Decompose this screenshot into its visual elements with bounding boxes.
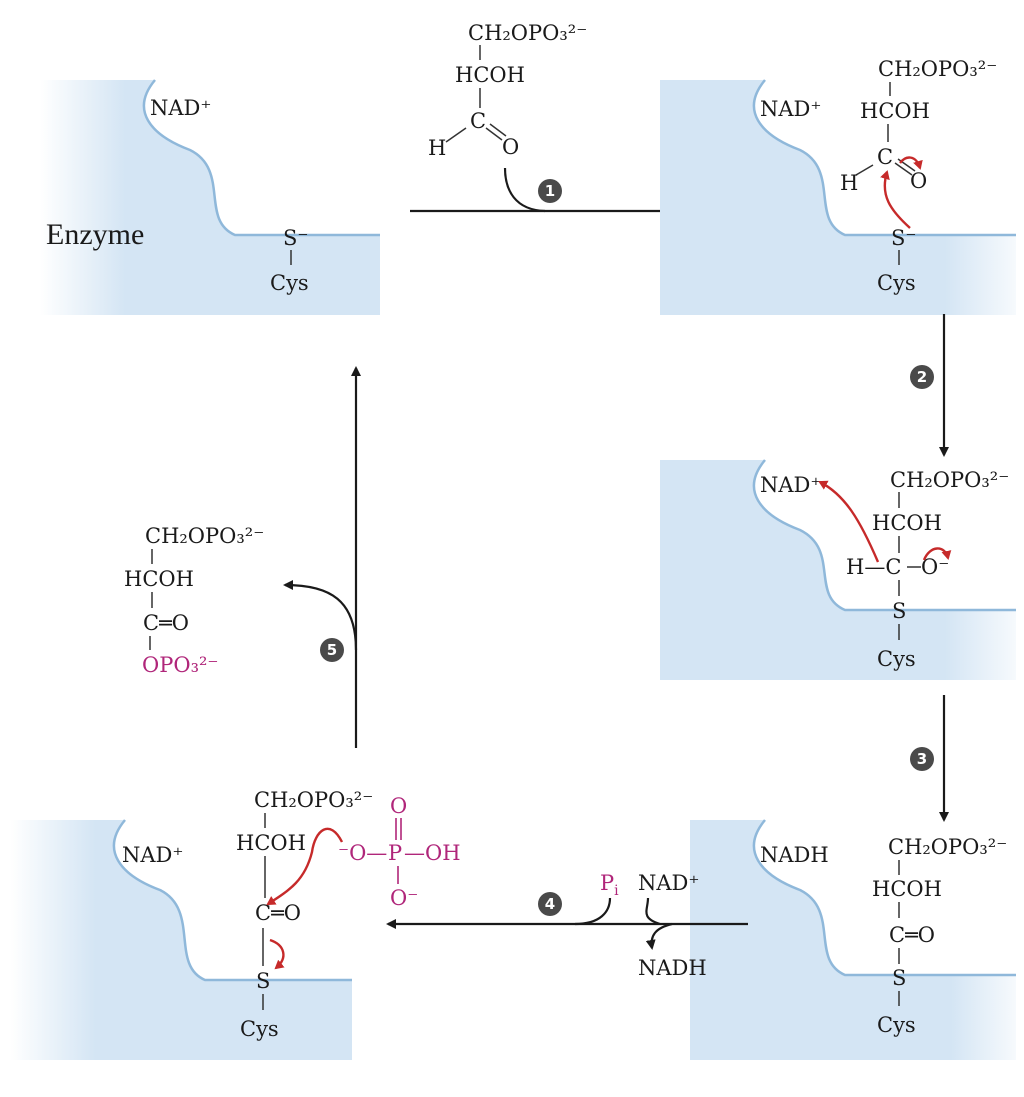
pi-label: Pi xyxy=(600,871,619,899)
pi-joining xyxy=(574,897,612,926)
nadh-out: NADH xyxy=(638,956,707,980)
thioester-s-3: S xyxy=(892,599,906,623)
product-release-arrow xyxy=(283,580,358,651)
h-c-3: H—C xyxy=(846,555,901,579)
step-1-substrate-joining xyxy=(503,167,546,213)
cys-2: Cys xyxy=(877,271,916,295)
thioester-cleavage-arrow xyxy=(269,938,285,970)
enzyme-surface-3 xyxy=(660,459,1016,680)
nad-joining xyxy=(645,897,661,926)
step-2-badge: 2 xyxy=(910,365,934,389)
phosphate-left: ⁻O— xyxy=(338,841,387,865)
carbonyl-c-2: C xyxy=(877,145,893,169)
c-eq-o-5: C═O xyxy=(255,901,301,925)
ch2opo3-4: CH₂OPO₃²⁻ xyxy=(888,835,1007,859)
enzyme-surface-1 xyxy=(40,79,380,315)
hydride-transfer-arrow xyxy=(818,480,880,563)
ch2opo3-2: CH₂OPO₃²⁻ xyxy=(878,57,997,81)
phosphate-bottom-o: O⁻ xyxy=(390,886,418,910)
svg-text:4: 4 xyxy=(545,895,555,913)
ch2opo3-5: CH₂OPO₃²⁻ xyxy=(254,788,373,812)
oxyanion-electron-arrow xyxy=(922,547,952,561)
carbonyl-electron-arrow xyxy=(899,156,923,170)
product-bpg: CH₂OPO₃²⁻ HCOH C═O OPO₃²⁻ xyxy=(124,524,264,677)
product-hcoh: HCOH xyxy=(124,567,194,591)
cys-5: Cys xyxy=(240,1017,279,1041)
h-2: H xyxy=(840,171,858,195)
svg-text:3: 3 xyxy=(917,750,927,768)
thioester-s-5: S xyxy=(256,969,270,993)
phosphate-top-o: O xyxy=(390,794,407,818)
phosphate-right: —OH xyxy=(404,841,461,865)
substrate-h: H xyxy=(428,136,446,160)
svg-text:2: 2 xyxy=(917,368,927,386)
nad-plus-2: NAD⁺ xyxy=(760,97,821,121)
step-5-badge: 5 xyxy=(320,638,344,662)
nucleophilic-attack-arrow xyxy=(880,170,911,229)
enzyme-label: Enzyme xyxy=(46,218,144,251)
svg-text:5: 5 xyxy=(327,641,337,659)
nad-plus-1: NAD⁺ xyxy=(150,96,211,120)
thiolate-2: S⁻ xyxy=(891,226,916,250)
cys-3: Cys xyxy=(877,647,916,671)
nad-plus-3: NAD⁺ xyxy=(760,473,821,497)
enzyme-surface-4 xyxy=(690,819,1016,1060)
enzyme-surface-5 xyxy=(10,819,352,1060)
step-1-badge: 1 xyxy=(538,179,562,203)
product-opo3: OPO₃²⁻ xyxy=(142,653,218,677)
c-eq-o-4: C═O xyxy=(889,923,935,947)
substrate-hcoh: HCOH xyxy=(455,63,525,87)
nad-plus-5: NAD⁺ xyxy=(122,843,183,867)
hcoh-2: HCOH xyxy=(860,99,930,123)
step-4-badge: 4 xyxy=(538,892,562,916)
nad-plus-in: NAD⁺ xyxy=(638,871,699,895)
thiolate-1: S⁻ xyxy=(283,226,308,250)
hcoh-3: HCOH xyxy=(872,511,942,535)
hcoh-4: HCOH xyxy=(872,877,942,901)
substrate-g3p: CH₂OPO₃²⁻ HCOH C H O xyxy=(428,21,587,160)
substrate-o: O xyxy=(502,135,519,159)
thioester-s-4: S xyxy=(892,966,906,990)
nadh-4: NADH xyxy=(760,843,829,867)
cys-1: Cys xyxy=(270,271,309,295)
enzyme-surface-2 xyxy=(660,79,1016,315)
hcoh-5: HCOH xyxy=(236,831,306,855)
svg-text:1: 1 xyxy=(545,182,555,200)
o-2: O xyxy=(910,169,927,193)
nadh-leaving xyxy=(645,922,673,950)
substrate-ch2opo3: CH₂OPO₃²⁻ xyxy=(468,21,587,45)
phosphorolysis-arrow xyxy=(266,827,344,906)
step-3-badge: 3 xyxy=(910,747,934,771)
product-c-eq-o: C═O xyxy=(143,611,189,635)
substrate-c: C xyxy=(470,109,486,133)
phosphate-group: O ⁻O— P —OH O⁻ xyxy=(338,794,461,910)
cys-4: Cys xyxy=(877,1013,916,1037)
phosphate-p: P xyxy=(388,841,402,865)
ch2opo3-3: CH₂OPO₃²⁻ xyxy=(890,468,1009,492)
product-ch2opo3: CH₂OPO₃²⁻ xyxy=(145,524,264,548)
